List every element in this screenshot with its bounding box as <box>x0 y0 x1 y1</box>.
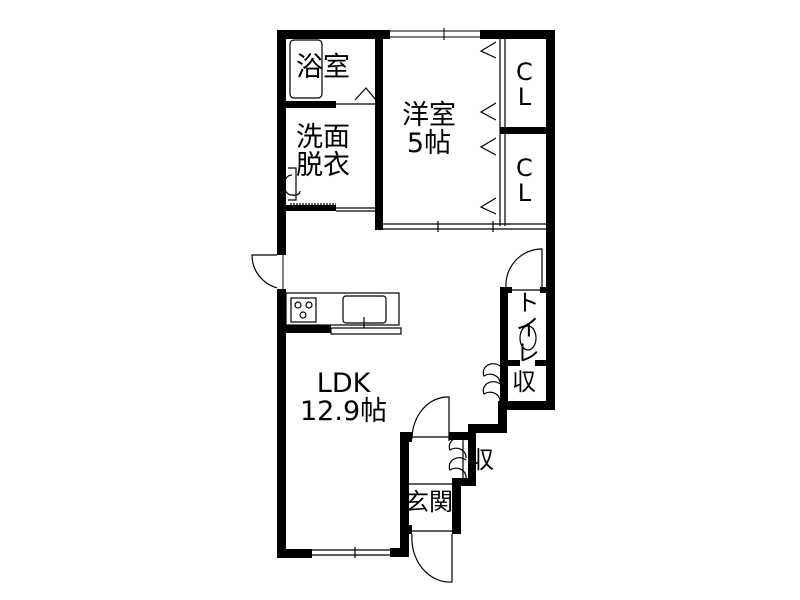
room-label-washroom: 洗面 脱衣 <box>296 122 350 182</box>
room-label-western-room: 洋室 5帖 <box>402 100 456 160</box>
room-label-entrance: 玄関 <box>405 488 453 516</box>
room-label-closet-2: C L <box>516 154 533 208</box>
room-label-ldk: LDK 12.9帖 <box>300 368 388 428</box>
walls <box>277 30 555 558</box>
room-label-storage-2: 収 <box>470 446 494 474</box>
room-label-closet-1: C L <box>516 58 533 112</box>
room-label-storage-1: 収 <box>512 368 536 396</box>
room-label-toilet: トイレ <box>511 290 540 365</box>
room-label-bathroom: 浴室 <box>296 52 350 83</box>
